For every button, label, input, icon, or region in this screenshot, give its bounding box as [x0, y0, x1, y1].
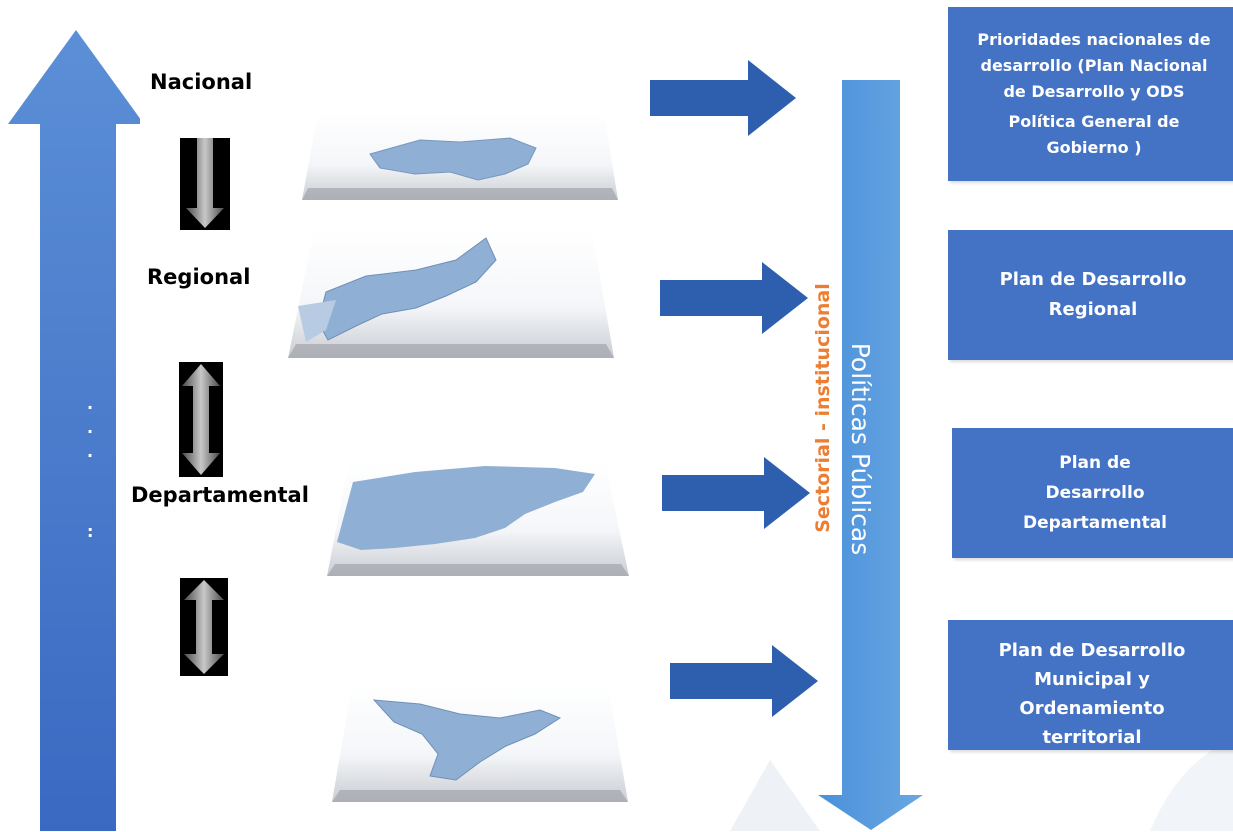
plan-line: Municipal y: [1034, 669, 1150, 690]
double-arrow-icon: [179, 362, 223, 477]
plan-line: Ordenamiento: [1019, 698, 1165, 719]
arrow-right-icon: [670, 645, 818, 717]
arrow-right-icon: [660, 262, 808, 334]
plan-line: Plan de Desarrollo: [999, 269, 1187, 290]
plan-line: territorial: [1042, 727, 1142, 748]
map-icon: [332, 684, 628, 802]
map-icon: [288, 230, 614, 358]
plan-line: Gobierno ): [1046, 138, 1142, 157]
plan-box-municipal: Plan de Desarrollo Municipal y Ordenamie…: [948, 620, 1233, 750]
plan-line: Regional: [1048, 299, 1138, 320]
plan-line: desarrollo (Plan Nacional: [980, 56, 1208, 75]
level-label-nacional: Nacional: [150, 70, 253, 94]
plan-line: Plan de Desarrollo: [998, 640, 1186, 661]
plan-line: Prioridades nacionales de: [977, 30, 1211, 49]
map-icon: [327, 462, 629, 576]
plan-line: de Desarrollo y ODS: [1003, 82, 1185, 101]
politicas-label: Políticas Públicas: [846, 342, 875, 556]
sectorial-label: Sectorial - institucional: [812, 283, 834, 533]
plan-box-nacional: Prioridades nacionales de desarrollo (Pl…: [948, 7, 1233, 181]
plan-line: Departamental: [1022, 513, 1168, 533]
level-label-departamental: Departamental: [131, 483, 309, 507]
plan-line: Política General de: [1008, 112, 1180, 131]
scale-up-arrow-icon: [8, 30, 140, 831]
map-icon: [302, 112, 618, 200]
dot-marker: :: [87, 522, 94, 541]
plan-line: Plan de: [1059, 453, 1131, 473]
level-label-regional: Regional: [147, 265, 251, 289]
dot-marker: .: [87, 442, 94, 461]
arrow-right-icon: [650, 60, 796, 136]
dot-marker: .: [87, 418, 94, 437]
plan-box-departamental: Plan de Desarrollo Departamental: [952, 428, 1233, 558]
dot-marker: .: [87, 394, 94, 413]
policy-down-arrow-icon: [818, 80, 923, 830]
plan-box-regional: Plan de Desarrollo Regional: [948, 230, 1233, 360]
down-arrow-icon: [180, 138, 230, 230]
plan-line: Desarrollo: [1045, 483, 1145, 503]
double-arrow-icon: [180, 578, 228, 676]
arrow-right-icon: [662, 457, 810, 529]
